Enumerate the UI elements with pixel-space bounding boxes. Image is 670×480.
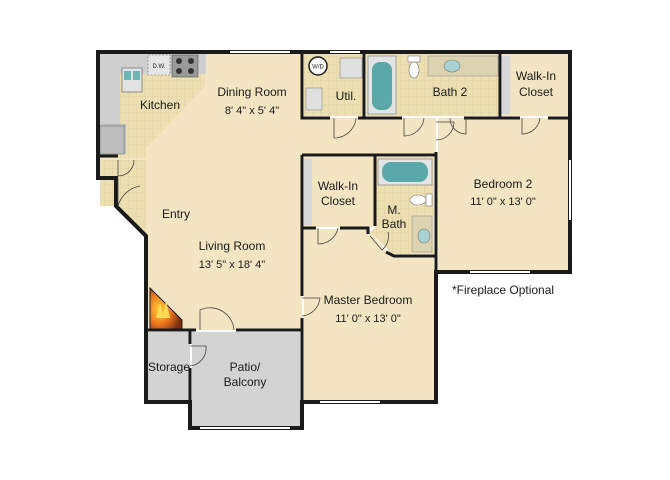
door-master-bath xyxy=(369,231,389,251)
master-bath-label-line1: M. xyxy=(387,203,400,217)
utility-label: Util. xyxy=(336,89,357,103)
fixtures: D.W. W/D xyxy=(99,54,510,331)
water-heater xyxy=(305,87,323,111)
entry-tile xyxy=(100,160,146,234)
door-master-bedroom xyxy=(301,297,321,317)
bath2-sink-icon xyxy=(443,59,461,73)
door-utility xyxy=(333,117,357,139)
bedroom2-label: Bedroom 2 xyxy=(474,177,533,191)
utility-shelf xyxy=(339,57,363,79)
door-bedroom2-a xyxy=(435,121,455,141)
bedroom2-floor xyxy=(438,118,568,270)
sink-basin-icon xyxy=(133,71,140,80)
dining-room-label: Dining Room xyxy=(217,85,286,99)
master-sink-icon xyxy=(417,228,431,244)
door-closet2 xyxy=(317,227,339,245)
door-entry xyxy=(117,178,141,207)
door-bath2 xyxy=(403,117,425,137)
master-bedroom-label: Master Bedroom xyxy=(324,293,413,307)
bath2-tub-basin xyxy=(372,62,392,110)
bath2-toilet-tank xyxy=(407,55,421,63)
master-toilet-icon xyxy=(409,194,427,206)
closet2-floor xyxy=(304,157,374,227)
closet1-floor xyxy=(502,54,568,116)
living-room-label: Living Room xyxy=(199,239,266,253)
bedroom2-size: 11' 0" x 13' 0" xyxy=(470,196,536,208)
washer-dryer-icon xyxy=(308,56,328,76)
dining-room-size: 8' 4" x 5' 4" xyxy=(225,105,279,117)
door-closet1 xyxy=(521,117,541,135)
bath2-label: Bath 2 xyxy=(433,85,468,99)
doors xyxy=(117,117,541,367)
washer-dryer-label: W/D xyxy=(312,65,324,71)
living-floor xyxy=(98,52,436,330)
patio-label-line2: Balcony xyxy=(224,375,267,389)
burner-icon xyxy=(188,58,194,64)
room-labels: Kitchen Dining Room 8' 4" x 5' 4" Util. … xyxy=(140,69,556,389)
patio-label-line1: Patio/ xyxy=(230,360,261,374)
burner-icon xyxy=(176,58,182,64)
master-bath-label-line2: Bath xyxy=(382,217,407,231)
closet1-label-line2: Closet xyxy=(519,85,554,99)
dishwasher-label: D.W. xyxy=(153,64,166,70)
wall-dining-utility xyxy=(300,52,330,120)
dishwasher xyxy=(147,54,171,76)
closet2-shelf xyxy=(304,159,312,225)
door-bedroom2-b xyxy=(449,117,467,135)
master-bedroom-floor xyxy=(304,229,434,400)
door-patio xyxy=(199,307,235,331)
door-entry-closet xyxy=(117,159,135,177)
refrigerator xyxy=(99,125,125,155)
burner-icon xyxy=(176,68,182,74)
floor-areas xyxy=(98,52,568,426)
closet2-label-line2: Closet xyxy=(321,194,356,208)
closet2-label-line1: Walk-In xyxy=(318,179,358,193)
wall-mbath-bottom xyxy=(385,250,436,258)
closet1-shelf xyxy=(502,56,510,114)
closet1-label-line1: Walk-In xyxy=(516,69,556,83)
fireplace-flame-icon xyxy=(156,300,170,318)
wall-closet2-bottom-2 xyxy=(340,226,370,234)
storage-floor xyxy=(148,332,190,400)
fireplace-note: *Fireplace Optional xyxy=(452,283,554,297)
sink-basin-icon xyxy=(124,71,131,80)
living-room-size: 13' 5" x 18' 4" xyxy=(199,259,266,271)
storage-label: Storage xyxy=(148,360,190,374)
bath2-vanity xyxy=(427,55,499,77)
windows xyxy=(200,51,571,429)
door-storage xyxy=(189,345,207,367)
kitchen-label: Kitchen xyxy=(140,98,180,112)
range xyxy=(171,54,199,78)
patio-floor xyxy=(192,332,300,426)
bath2-toilet-icon xyxy=(408,61,420,79)
entry-label: Entry xyxy=(162,207,190,221)
burner-icon xyxy=(188,68,194,74)
master-tub-basin xyxy=(382,162,428,182)
master-bedroom-size: 11' 0" x 13' 0" xyxy=(335,313,401,325)
master-toilet-tank xyxy=(425,193,433,207)
